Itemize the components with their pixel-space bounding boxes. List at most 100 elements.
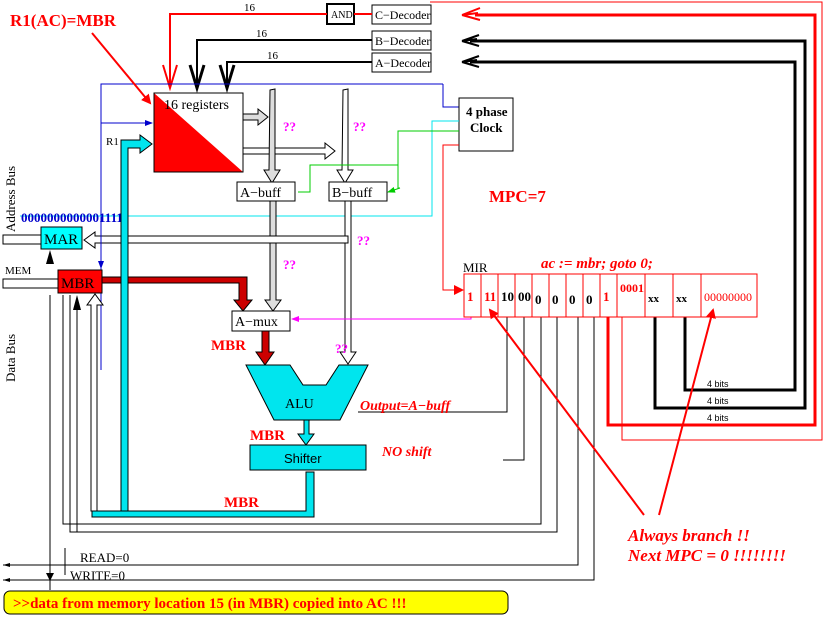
mir-label: MIR — [463, 260, 488, 275]
sh-control-line — [503, 300, 525, 461]
mbr-alu-annotation: MBR — [250, 428, 285, 444]
clock-line-4-mir — [442, 144, 464, 295]
c-field-bits-label: 4 bits — [707, 413, 729, 423]
alu-to-shifter — [297, 419, 315, 446]
shifter-to-registers — [120, 134, 153, 512]
unknown-abuff-amux: ?? — [283, 257, 296, 272]
b-buff — [328, 181, 388, 202]
mbr-label: MBR — [61, 276, 94, 292]
clock-label-1: 4 phase — [466, 104, 508, 119]
b-buff-label: B−buff — [332, 186, 373, 201]
registers-label: 16 registers — [164, 98, 229, 113]
a-field-line — [461, 55, 797, 392]
amux-control-line — [291, 300, 472, 322]
write-label: WRITE=0 — [70, 568, 125, 583]
mir-field-cond-value: 11 — [484, 289, 496, 304]
c-decoder-label: C−Decoder — [375, 8, 430, 22]
mir-field-amux-value: 1 — [467, 289, 474, 304]
b-bus-line — [196, 39, 372, 85]
unknown-mar-input: ?? — [357, 233, 370, 248]
c-bus-line — [169, 13, 327, 85]
mar-control-line — [69, 295, 558, 533]
a-bus-width: 16 — [267, 50, 279, 62]
b-bus-to-bbuff — [336, 88, 354, 184]
address-bus-stub — [2, 234, 42, 245]
mir-field-wr-value: 0 — [586, 292, 593, 307]
b-bus-width: 16 — [256, 28, 268, 40]
mir-field-b-value: xx — [648, 293, 660, 305]
mir-field-addr-value: 00000000 — [704, 290, 752, 304]
mir-field-a-value: xx — [676, 293, 688, 305]
mir-field-rd-value: 0 — [569, 292, 576, 307]
amux-to-alu — [255, 330, 275, 366]
wr-control-line — [3, 300, 595, 581]
r1-label: R1 — [106, 136, 119, 148]
mir-field-c — [616, 273, 646, 318]
clock-label-2: Clock — [470, 120, 503, 135]
mbr-amux-annotation: MBR — [211, 338, 246, 354]
alu-label: ALU — [285, 397, 314, 412]
data-bus-stub — [2, 278, 59, 289]
bbus-to-mar — [83, 231, 349, 249]
shifter-label: Shifter — [284, 451, 322, 466]
clock-line-2 — [20, 120, 459, 217]
data-bus-label: Data Bus — [3, 334, 18, 382]
mir-field-mar-value: 0 — [552, 292, 559, 307]
shifter-to-mbr — [86, 293, 104, 512]
micro-instruction: ac := mbr; goto 0; — [541, 256, 653, 272]
cond-field-pointer — [488, 308, 645, 516]
a-mux-label: A−mux — [235, 315, 278, 330]
a-buff — [236, 181, 296, 202]
b-field-bits-label: 4 bits — [707, 396, 729, 406]
shift-annotation: NO shift — [381, 445, 433, 460]
a-bus-output-arrow — [242, 107, 269, 127]
bbuff-to-alu — [339, 200, 357, 365]
clock-line-3-abuff — [298, 164, 398, 193]
status-banner — [3, 590, 509, 615]
addr-field-pointer — [658, 308, 716, 516]
next-mpc-annotation: Next MPC = 0 !!!!!!!! — [627, 546, 786, 565]
mar-value: 0000000000001111 — [21, 210, 123, 225]
c-field-line-outer — [430, 1, 823, 441]
address-bus-label: Address Bus — [3, 166, 18, 232]
mir-field-enc-value: 1 — [603, 289, 610, 304]
status-banner-text: >>data from memory location 15 (in MBR) … — [13, 596, 406, 612]
mpc-value: MPC=7 — [489, 187, 546, 206]
mir-field-a — [672, 273, 702, 318]
alu — [245, 364, 369, 421]
mem-label: MEM — [5, 265, 32, 277]
mir-field-b — [644, 273, 674, 318]
mir-field-c-value: 0001 — [620, 281, 644, 295]
b-decoder-label: B−Decoder — [375, 34, 430, 48]
and-gate-label: AND — [331, 10, 353, 21]
mar-label: MAR — [44, 232, 78, 248]
r1-ac-mbr-annotation: R1(AC)=MBR — [10, 11, 117, 30]
c-field-line — [461, 7, 817, 427]
mbr-shifter-annotation: MBR — [224, 495, 259, 511]
a-bus-to-abuff — [263, 88, 281, 184]
unknown-alu-b: ?? — [335, 341, 348, 356]
shifter — [249, 444, 367, 471]
mir-field-mbr-value: 0 — [535, 292, 542, 307]
r1-ac-mbr-pointer — [91, 32, 152, 105]
read-label: READ=0 — [80, 550, 129, 565]
b-field-line — [461, 34, 807, 410]
mir-field-sh-value: 00 — [518, 289, 531, 304]
shifter-output-bus — [91, 471, 315, 518]
mbr-control-line — [62, 295, 542, 525]
alu-function-annotation: Output=A−buff — [360, 399, 451, 414]
abuff-to-amux — [264, 200, 282, 312]
a-field-bits-label: 4 bits — [707, 379, 729, 389]
a-decoder-label: A−Decoder — [375, 56, 431, 70]
a-bus-line — [226, 61, 372, 85]
registers — [153, 92, 244, 173]
c-bus-width: 16 — [244, 2, 256, 14]
mbr-to-amux — [101, 276, 254, 312]
mir-field-alu-value: 10 — [501, 289, 514, 304]
rd-control-line — [3, 300, 579, 566]
clock-line-3-bbuff — [397, 130, 459, 189]
unknown-a-bus: ?? — [283, 119, 296, 134]
mar — [40, 226, 83, 250]
